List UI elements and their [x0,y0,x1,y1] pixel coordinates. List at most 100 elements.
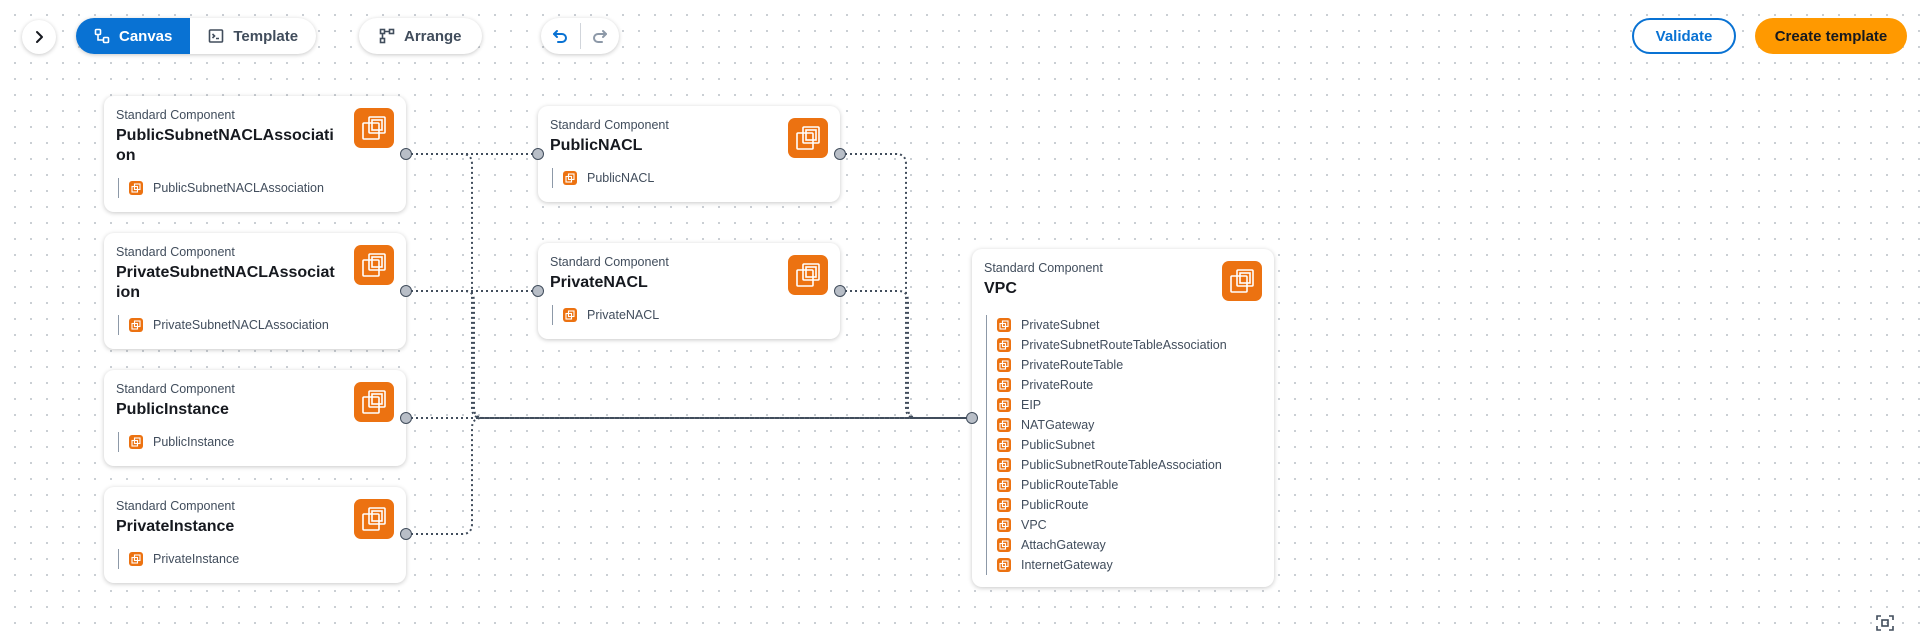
resource-name: PublicRoute [1021,498,1089,512]
node-title: PublicInstance [116,401,229,418]
component-node[interactable]: Standard Component PrivateNACL PrivateNA… [538,243,840,339]
resource-icon [563,171,577,185]
arrange-button[interactable]: Arrange [359,18,482,54]
fit-view-button[interactable] [1874,614,1896,632]
list-item: PublicInstance [129,432,394,452]
resource-list: PublicSubnetNACLAssociation [118,178,394,198]
node-subtitle: Standard Component [116,245,235,259]
resource-name: PrivateNACL [587,308,660,322]
validate-button[interactable]: Validate [1632,18,1736,54]
component-icon [354,108,394,148]
tab-template[interactable]: Template [190,18,316,54]
node-title: PrivateNACL [550,274,648,291]
list-item: PrivateRouteTable [997,355,1262,375]
node-title: VPC [984,280,1017,297]
resource-icon [129,435,143,449]
resource-icon [997,558,1011,572]
output-port[interactable] [400,148,412,160]
resource-icon [997,518,1011,532]
edge-privatenacl-vpc [840,290,972,419]
view-toggle: Canvas Template [76,18,317,54]
resource-name: PublicInstance [153,435,235,449]
resource-name: PublicRouteTable [1021,478,1119,492]
node-title: PublicSubnetNACLAssociation [116,127,334,164]
history-controls [541,18,619,54]
resource-name: PublicNACL [587,171,655,185]
output-port[interactable] [400,412,412,424]
component-node[interactable]: Standard Component PrivateInstance Priva… [104,487,406,583]
resource-icon [997,498,1011,512]
resource-list: PublicNACL [552,168,828,188]
resource-name: InternetGateway [1021,558,1113,572]
resource-name: PrivateSubnetRouteTableAssociation [1021,338,1227,352]
output-port[interactable] [834,285,846,297]
output-port[interactable] [400,285,412,297]
resource-icon [129,181,143,195]
resource-icon [997,458,1011,472]
divider [579,23,581,49]
tab-canvas[interactable]: Canvas [76,18,191,54]
list-item: PrivateSubnetRouteTableAssociation [997,335,1262,355]
undo-button[interactable] [541,18,580,54]
resource-name: PublicSubnetRouteTableAssociation [1021,458,1222,472]
component-node[interactable]: Standard Component PublicInstance Public… [104,370,406,466]
component-icon [354,245,394,285]
list-item: InternetGateway [997,555,1262,575]
create-template-button[interactable]: Create template [1755,18,1907,54]
output-port[interactable] [834,148,846,160]
component-node[interactable]: Standard Component VPC PrivateSubnet Pri… [972,249,1274,587]
toolbar: Canvas Template Arrange Validate Create … [0,18,1920,58]
resource-icon [129,318,143,332]
resource-icon [997,438,1011,452]
component-icon [788,118,828,158]
resource-name: PrivateRoute [1021,378,1094,392]
list-item: VPC [997,515,1262,535]
list-item: PublicNACL [563,168,828,188]
resource-list: PublicInstance [118,432,394,452]
tab-template-label: Template [233,27,299,45]
node-title: PublicNACL [550,137,643,154]
node-title: PrivateSubnetNACLAssociation [116,264,335,301]
resource-icon [997,398,1011,412]
list-item: PrivateRoute [997,375,1262,395]
resource-icon [997,318,1011,332]
resource-icon [997,378,1011,392]
input-port[interactable] [966,412,978,424]
node-subtitle: Standard Component [550,255,669,269]
resource-list: PrivateNACL [552,305,828,325]
expand-panel-button[interactable] [22,20,56,54]
list-item: PublicSubnetRouteTableAssociation [997,455,1262,475]
input-port[interactable] [532,285,544,297]
resource-icon [563,308,577,322]
node-subtitle: Standard Component [984,261,1103,275]
resource-icon [997,358,1011,372]
list-item: NATGateway [997,415,1262,435]
list-item: PublicRoute [997,495,1262,515]
output-port[interactable] [400,528,412,540]
list-item: PrivateSubnet [997,315,1262,335]
list-item: AttachGateway [997,535,1262,555]
input-port[interactable] [532,148,544,160]
edge-privateinstance-vpc [406,417,972,535]
component-node[interactable]: Standard Component PublicNACL PublicNACL [538,106,840,202]
component-icon [1222,261,1262,301]
list-item: PublicRouteTable [997,475,1262,495]
undo-icon [553,30,568,43]
edge-publicnacl-vpc [840,153,972,419]
resource-list: PrivateSubnet PrivateSubnetRouteTableAss… [986,315,1262,575]
component-icon [354,382,394,422]
component-node[interactable]: Standard Component PrivateSubnetNACLAsso… [104,233,406,349]
resource-name: NATGateway [1021,418,1095,432]
redo-button[interactable] [580,18,619,54]
code-icon [209,29,224,43]
component-icon [354,499,394,539]
resource-name: AttachGateway [1021,538,1106,552]
component-node[interactable]: Standard Component PublicSubnetNACLAssoc… [104,96,406,212]
resource-name: PrivateRouteTable [1021,358,1124,372]
resource-name: PublicSubnetNACLAssociation [153,181,324,195]
node-title: PrivateInstance [116,518,235,535]
chevron-right-icon [36,31,43,43]
resource-name: EIP [1021,398,1042,412]
resource-name: VPC [1021,518,1047,532]
